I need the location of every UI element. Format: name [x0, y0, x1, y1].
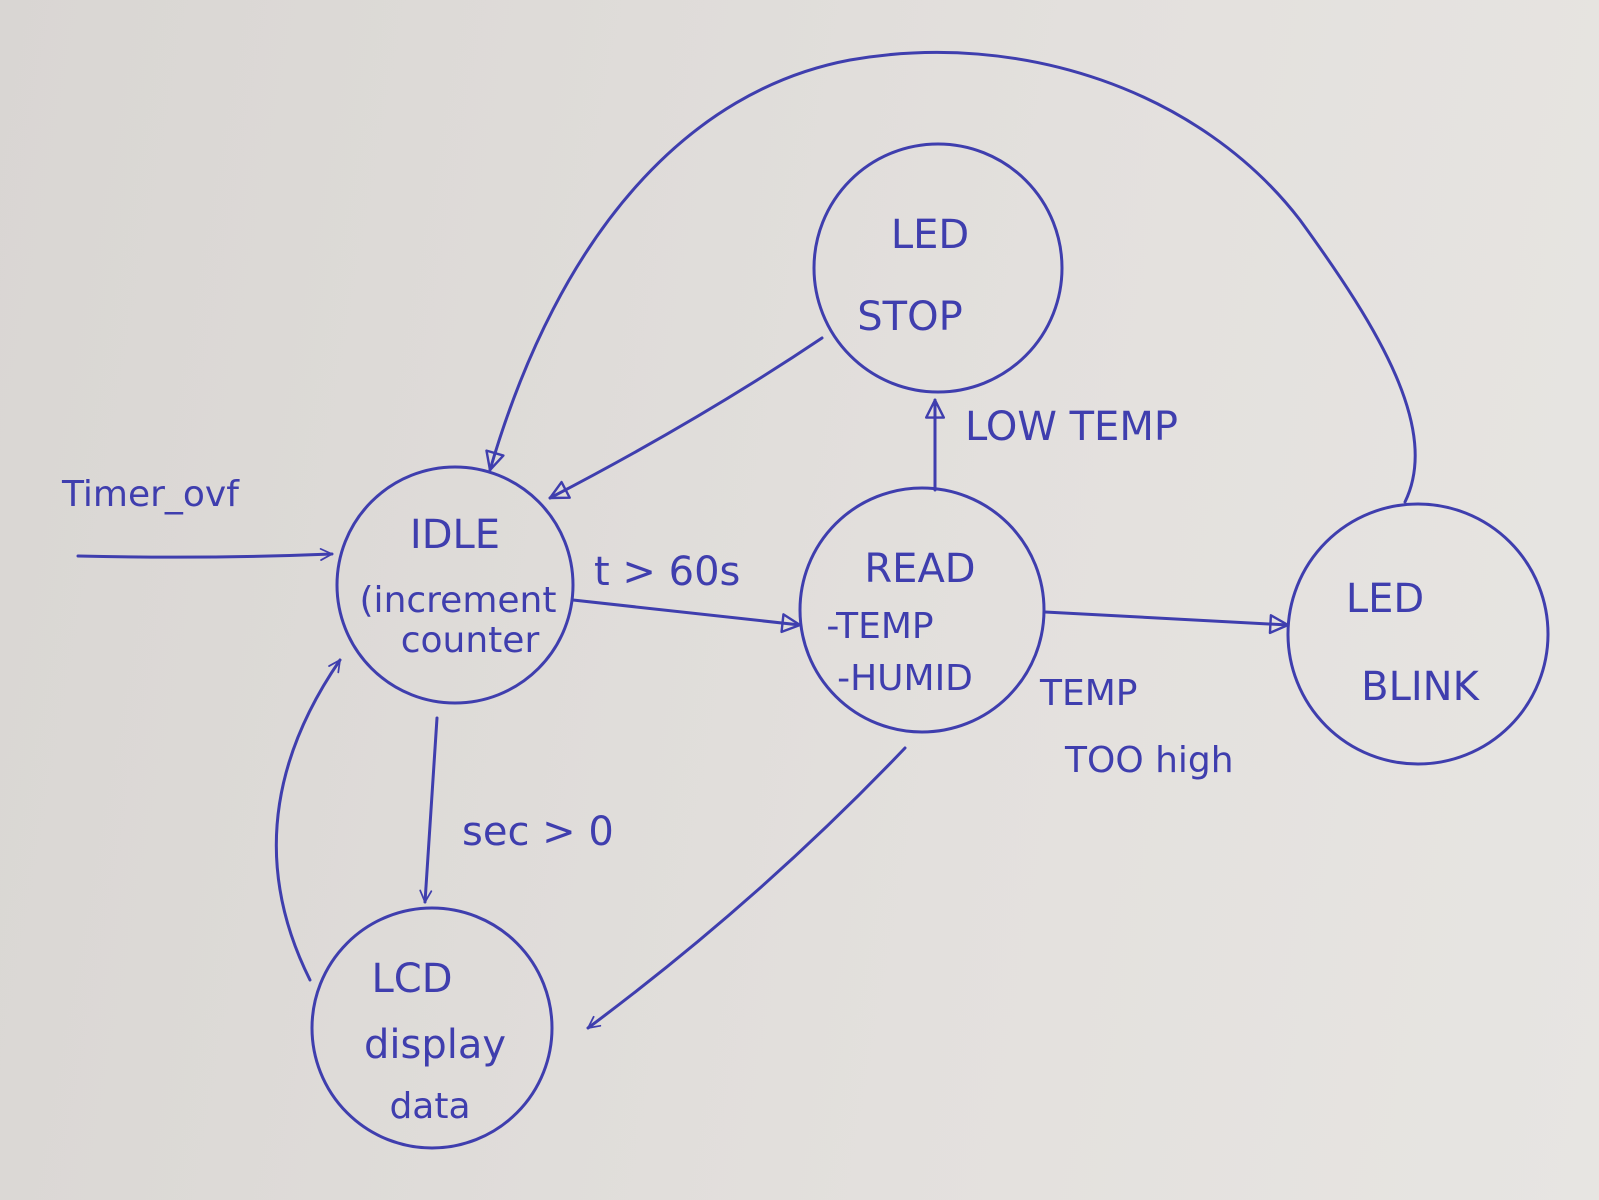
label-read-to-blink-2: TOO high — [1064, 740, 1234, 781]
label-entry: Timer_ovf — [61, 474, 240, 515]
state-read-line-2: -TEMP — [826, 606, 933, 647]
state-led-blink: LED BLINK — [1286, 502, 1550, 766]
state-lcd-line-3: data — [389, 1086, 470, 1127]
state-lcd-line-1: LCD — [371, 956, 452, 1002]
arrow-read-to-blink — [1043, 610, 1290, 635]
state-led-blink-circle — [1286, 502, 1550, 766]
state-read: READ -TEMP -HUMID — [798, 486, 1046, 734]
state-lcd-circle — [310, 906, 554, 1150]
label-read-to-stop: LOW TEMP — [965, 404, 1178, 450]
state-idle-circle — [335, 465, 575, 705]
arrow-read-to-lcd — [586, 746, 907, 1030]
state-idle-line-2: (increment — [360, 580, 557, 621]
state-led-stop-line-1: LED — [891, 212, 969, 258]
state-lcd: LCD display data — [310, 906, 554, 1150]
state-idle-line-1: IDLE — [410, 512, 500, 558]
arrow-entry — [76, 547, 334, 561]
arrow-stop-to-idle — [548, 336, 824, 500]
state-idle-line-3: counter — [401, 620, 540, 661]
state-read-line-3: -HUMID — [837, 658, 973, 699]
arrow-idle-to-read — [571, 598, 802, 634]
state-led-blink-line-2: BLINK — [1361, 664, 1480, 710]
state-led-stop: LED STOP — [812, 142, 1064, 394]
state-led-blink-line-1: LED — [1346, 576, 1424, 622]
state-read-circle — [798, 486, 1046, 734]
state-idle: IDLE (increment counter — [335, 465, 575, 705]
arrow-idle-to-lcd — [419, 716, 439, 904]
state-lcd-line-2: display — [364, 1022, 506, 1068]
label-idle-to-lcd: sec > 0 — [462, 809, 614, 855]
arrow-lcd-to-idle — [274, 658, 342, 982]
state-led-stop-line-2: STOP — [857, 294, 962, 340]
arrow-blink-to-idle — [485, 50, 1417, 504]
state-read-line-1: READ — [864, 546, 975, 592]
label-idle-to-read: t > 60s — [594, 549, 740, 595]
state-led-stop-circle — [812, 142, 1064, 394]
label-read-to-blink-1: TEMP — [1039, 673, 1138, 714]
